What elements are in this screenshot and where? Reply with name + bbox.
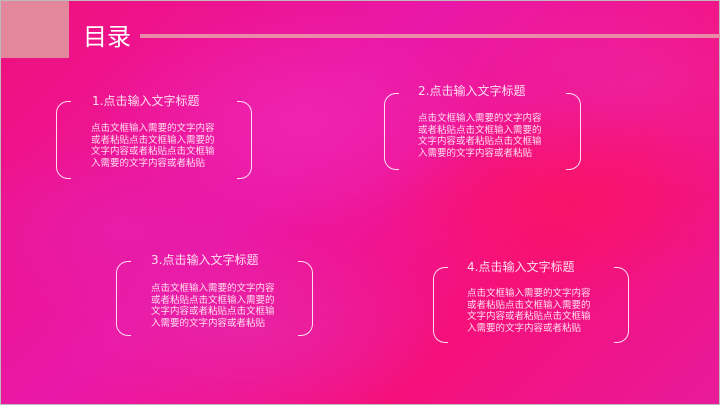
right-bracket bbox=[237, 101, 252, 179]
right-bracket bbox=[566, 93, 581, 170]
item-body[interactable]: 点击文框输入需要的文字内容或者粘贴点击文框输入需要的文字内容或者粘贴点击文框输入… bbox=[418, 113, 542, 159]
item-title[interactable]: 4.点击输入文字标题 bbox=[467, 260, 575, 274]
left-bracket bbox=[116, 261, 131, 336]
right-bracket bbox=[614, 267, 629, 343]
left-bracket bbox=[384, 93, 399, 170]
right-bracket bbox=[298, 261, 313, 336]
title-divider bbox=[140, 34, 720, 38]
item-body[interactable]: 点击文框输入需要的文字内容或者粘贴点击文框输入需要的文字内容或者粘贴点击文框输入… bbox=[467, 288, 591, 334]
decorative-corner-block bbox=[1, 1, 69, 58]
page-title: 目录 bbox=[83, 23, 131, 51]
item-title[interactable]: 2.点击输入文字标题 bbox=[418, 84, 526, 98]
left-bracket bbox=[433, 267, 448, 343]
item-title[interactable]: 1.点击输入文字标题 bbox=[92, 94, 200, 108]
item-body[interactable]: 点击文框输入需要的文字内容或者粘贴点击文框输入需要的文字内容或者粘贴点击文框输入… bbox=[91, 123, 215, 169]
left-bracket bbox=[56, 101, 71, 179]
item-body[interactable]: 点击文框输入需要的文字内容或者粘贴点击文框输入需要的文字内容或者粘贴点击文框输入… bbox=[151, 283, 275, 329]
item-title[interactable]: 3.点击输入文字标题 bbox=[151, 253, 259, 267]
